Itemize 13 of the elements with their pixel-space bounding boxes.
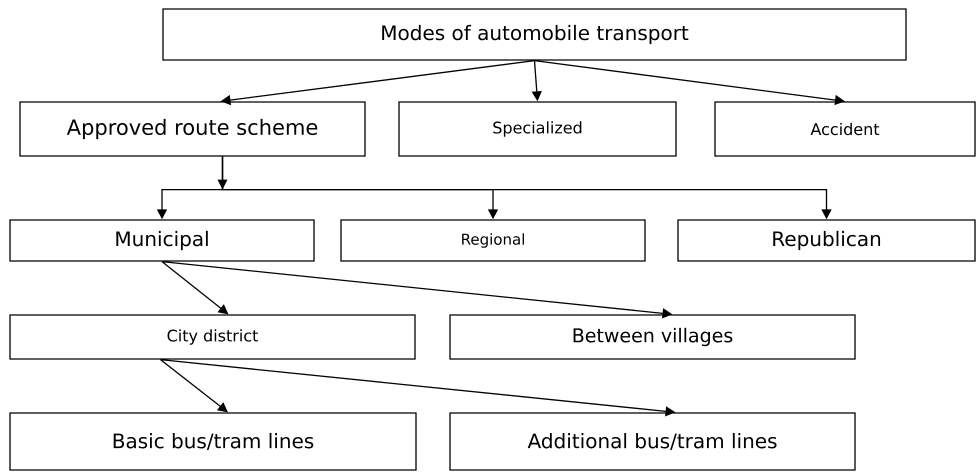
arrow <box>160 359 228 412</box>
category-box: Additional bus/tram lines <box>449 412 856 471</box>
category-box: Modes of automobile transport <box>162 8 907 61</box>
category-box: City district <box>9 314 416 360</box>
category-box: Basic bus/tram lines <box>9 412 417 471</box>
arrow <box>162 261 228 314</box>
category-box: Municipal <box>9 219 315 262</box>
category-box: Republican <box>677 219 976 262</box>
category-box: Accident <box>714 101 976 157</box>
category-box: Approved route scheme <box>19 101 366 157</box>
category-box: Regional <box>340 219 646 262</box>
category-box: Between villages <box>449 314 856 360</box>
category-box: Specialized <box>398 101 677 157</box>
